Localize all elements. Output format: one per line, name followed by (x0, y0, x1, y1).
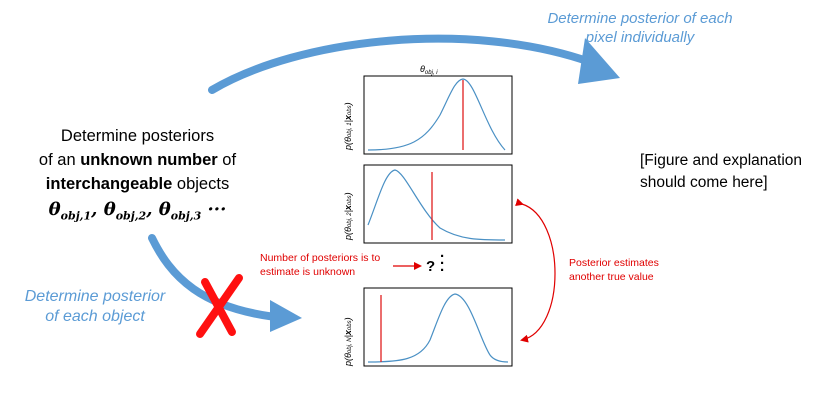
x-label-top: θobj, i (420, 64, 438, 76)
plot-2: p(θobj, 2|xobs) (343, 164, 513, 244)
posterior-curve-2 (367, 169, 506, 241)
statement-text: of an (38, 150, 81, 169)
top-caption-line1: Determine posterior of each (547, 10, 733, 27)
theta-sub-2: obj,2 (115, 209, 147, 223)
figure-placeholder: [Figure and explanation should come here… (640, 150, 830, 193)
placeholder-line1: [Figure and explanation (640, 152, 803, 169)
y-label-n: p(θobj, N|xobs) (343, 317, 353, 367)
statement-text: of (217, 150, 237, 169)
left-caption-line1: Determine posterior (24, 288, 166, 305)
statement-bold-unknown: unknown number (80, 150, 218, 169)
posterior-note-line1: Posterior estimates (569, 257, 659, 269)
red-x-icon (196, 274, 243, 338)
unknown-count-line2: estimate is unknown (260, 266, 356, 279)
statement-line2: of an unknown number of (20, 149, 255, 173)
plot-n: p(θobj, N|xobs) (343, 287, 513, 367)
statement-bold-interchangeable: interchangeable (45, 174, 173, 193)
bottom-curved-arrow (148, 234, 302, 332)
posterior-note-line2: another true value (569, 271, 654, 284)
top-curved-arrow (208, 34, 620, 94)
y-label-1: p(θobj, 1|xobs) (343, 102, 353, 151)
theta-sub-1: obj,1 (60, 209, 92, 223)
statement-text: objects (172, 174, 230, 193)
posterior-estimate-note: Posterior estimates another true value (569, 256, 669, 284)
placeholder-line2: should come here] (640, 173, 768, 191)
unknown-count-line1: Number of posteriors is to (260, 252, 381, 264)
problem-statement: Determine posteriors of an unknown numbe… (20, 125, 255, 224)
top-caption-line2: pixel individually (585, 28, 695, 46)
theta-list: θobj,1, θobj,2, θobj,3 ··· (48, 198, 227, 223)
y-label-2: p(θobj, 2|xobs) (343, 192, 353, 241)
posterior-curve-1 (367, 78, 506, 151)
vertical-ellipsis-icon: ··· (440, 248, 445, 279)
theta-sub-3: obj,3 (170, 209, 202, 223)
plot-1: θobj, i p(θobj, 1|xobs) (343, 64, 513, 155)
unknown-count-note: Number of posteriors is to estimate is u… (260, 251, 400, 279)
left-caption-line2: of each object (45, 308, 145, 325)
bottom-arrow-caption: Determine posterior of each object (0, 287, 190, 327)
posterior-curve-n (367, 293, 509, 363)
question-mark: ? (426, 258, 436, 275)
double-arrow (515, 198, 556, 343)
statement-line1: Determine posteriors (60, 127, 215, 145)
top-arrow-caption: Determine posterior of each pixel indivi… (505, 10, 775, 48)
statement-line3: interchangeable objects (20, 173, 255, 197)
